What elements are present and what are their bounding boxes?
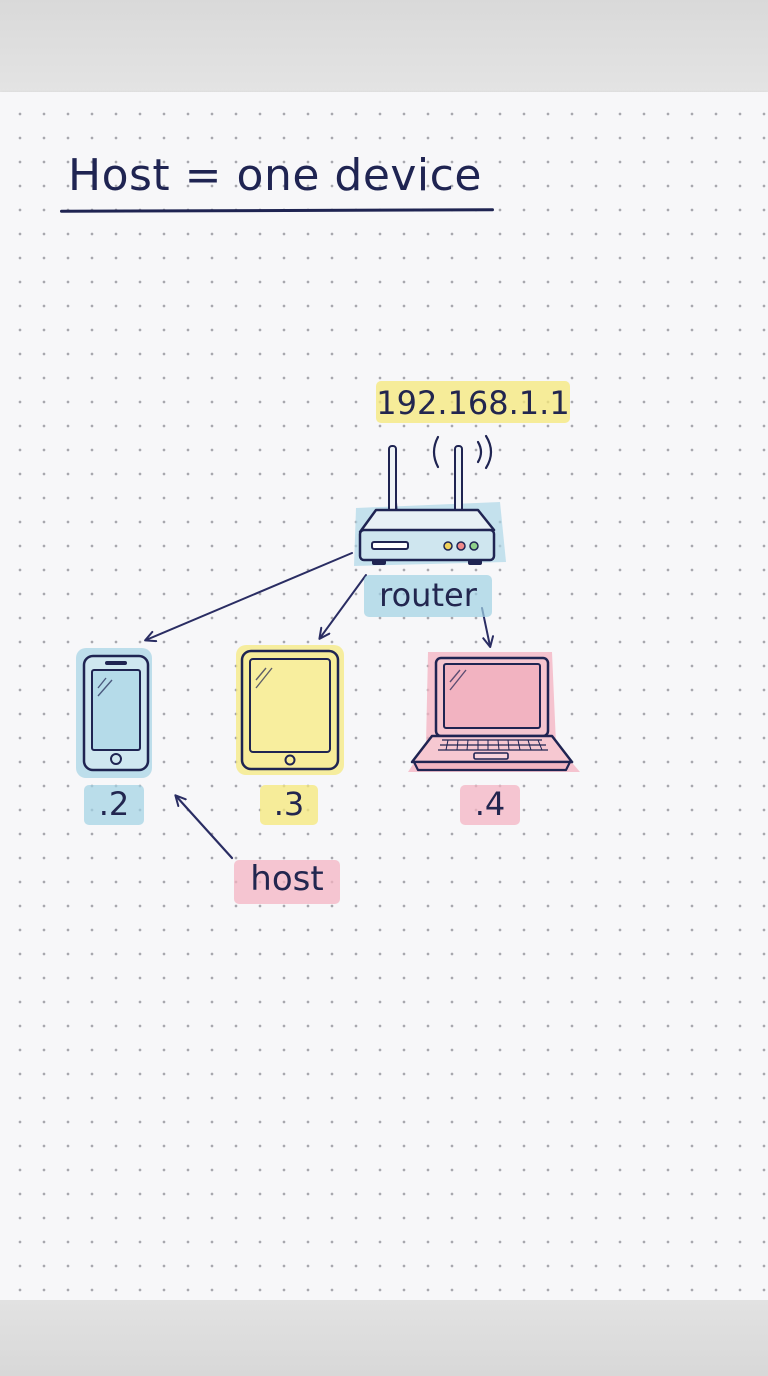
laptop-host-label: .4 [460, 785, 520, 825]
background-bottom [0, 1300, 768, 1376]
arrow-router-to-phone [144, 552, 353, 643]
background-top [0, 0, 768, 95]
laptop-icon [408, 652, 580, 772]
router-icon [354, 434, 506, 566]
page-title: Host = one device [68, 150, 482, 201]
phone-icon [76, 648, 152, 778]
arrow-host-to-phone [174, 794, 234, 860]
arrow-router-to-tablet [318, 574, 367, 640]
tablet-icon [236, 645, 344, 775]
tablet-host-label: .3 [260, 785, 318, 825]
router-label: router [364, 575, 492, 617]
router-ip-label: 192.168.1.1 [376, 381, 570, 423]
host-annotation-label: host [234, 860, 340, 904]
phone-host-label: .2 [84, 785, 144, 825]
